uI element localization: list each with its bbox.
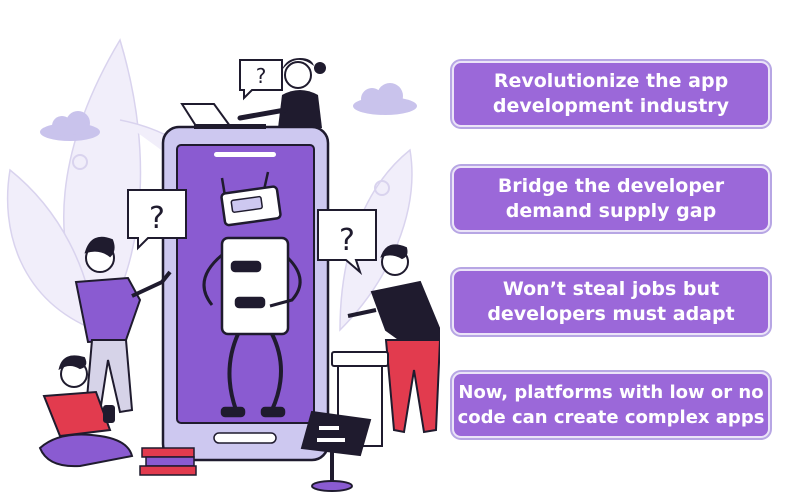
illustration: ? ? ? [6,38,440,492]
books-icon [139,447,197,476]
question-mark-icon: ? [149,201,165,236]
benefit-line: Revolutionize the app [493,70,729,92]
person-headset [237,58,326,128]
display-stand [300,410,372,492]
benefit-line: code can create complex apps [457,407,765,428]
cloud-icon [353,83,417,115]
benefit-line: development industry [492,95,730,117]
laptop-icon [180,103,266,129]
cloud-icon [40,111,100,141]
benefit-line: Bridge the developer [497,175,725,197]
person-sitting [38,355,134,468]
person-standing [74,236,172,414]
benefit-card-text: Now, platforms with low or no code can c… [458,380,765,430]
speech-bubble: ? [317,209,377,276]
benefit-card: Won’t steal jobs but developers must ada… [452,269,770,335]
question-mark-icon: ? [339,223,355,258]
benefit-line: Now, platforms with low or no [458,382,764,403]
speech-bubble: ? [239,59,283,101]
benefit-card-text: Won’t steal jobs but developers must ada… [487,277,734,327]
question-mark-icon: ? [256,64,267,88]
benefit-card: Bridge the developer demand supply gap [452,166,770,232]
benefit-card: Now, platforms with low or no code can c… [452,372,770,438]
benefit-card-text: Bridge the developer demand supply gap [498,174,724,224]
benefit-line: Won’t steal jobs but [502,278,720,300]
speech-bubble: ? [127,189,187,251]
benefit-card-text: Revolutionize the app development indust… [493,69,729,119]
robot-icon [202,171,302,418]
benefit-line: demand supply gap [505,200,717,222]
benefit-line: developers must adapt [487,303,735,325]
benefit-card: Revolutionize the app development indust… [452,61,770,127]
